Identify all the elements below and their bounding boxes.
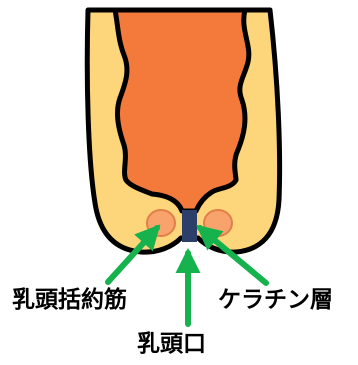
keratin-plug: [182, 210, 197, 242]
label-sphincter: 乳頭括約筋: [12, 289, 127, 312]
label-orifice: 乳頭口: [137, 333, 206, 356]
label-keratin: ケラチン層: [218, 289, 333, 312]
teat-canal: [115, 10, 249, 211]
